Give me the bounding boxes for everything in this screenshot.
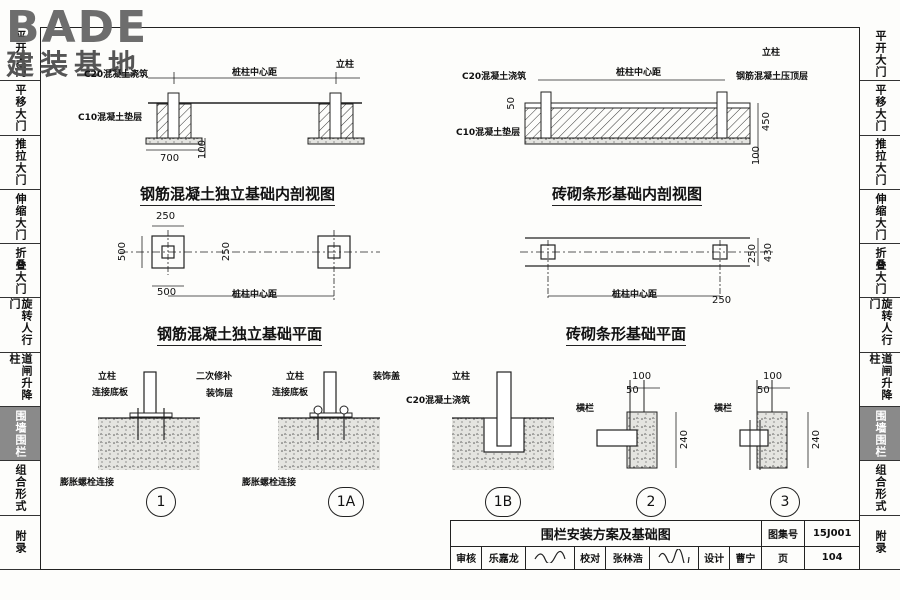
det1a-post-label: 立柱 [286, 372, 305, 382]
d3-dim-250: 250 [156, 211, 176, 222]
left-category-tabs: 平开大门平移大门推拉大门伸缩大门折叠大门旋转人行门道闸升降柱围墙围栏组合形式附录 [0, 27, 40, 570]
det1a-cover-label: 装饰盖 [373, 372, 401, 382]
d1-c10-label: C10混凝土垫层 [78, 113, 143, 123]
d2-c10-label: C10混凝土垫层 [456, 128, 521, 138]
d2-title: 砖砌条形基础内剖视图 [552, 183, 703, 206]
drawing-title: 围栏安装方案及基础图 [450, 520, 762, 547]
det2-dim-240: 240 [679, 430, 690, 450]
d3-dim-250-right: 250 [221, 242, 232, 262]
det1-finish-label: 装饰层 [206, 389, 234, 399]
detail-marker-3: 3 [770, 487, 800, 517]
d3-title: 钢筋混凝土独立基础平面 [157, 323, 323, 346]
d2-post-label: 立柱 [762, 48, 781, 58]
right-tab-2[interactable]: 推拉大门 [860, 136, 900, 190]
detail-marker-2: 2 [636, 487, 666, 517]
check-label: 校对 [573, 545, 607, 571]
d3-dim-500-left: 500 [117, 242, 128, 262]
d1-c20-label: C20混凝土浇筑 [84, 70, 149, 80]
logo-text-latin: BADE [6, 2, 149, 53]
design-label: 设计 [697, 545, 731, 571]
page-number: 104 [804, 545, 860, 571]
right-tab-0[interactable]: 平开大门 [860, 27, 900, 82]
d4-spacing-label: 桩柱中心距 [612, 290, 658, 300]
left-tab-5[interactable]: 旋转人行门 [0, 298, 40, 353]
left-tab-1[interactable]: 平移大门 [0, 81, 40, 136]
d1-spacing-label: 桩柱中心距 [232, 68, 278, 78]
logo-text-chinese: 建装基地 [6, 48, 143, 81]
right-tab-1[interactable]: 平移大门 [860, 81, 900, 136]
left-tab-0[interactable]: 平开大门 [0, 27, 40, 82]
det1-bolt-label: 膨胀螺栓连接 [60, 478, 115, 488]
det3-dim-100: 100 [763, 371, 783, 382]
det3-rail-label: 横栏 [714, 404, 733, 414]
d3-dim-500-bottom: 500 [157, 287, 177, 298]
d2-dim-450: 450 [761, 112, 772, 132]
reviewer-signature [525, 545, 575, 571]
det2-rail-label: 横栏 [576, 404, 595, 414]
right-tab-6[interactable]: 道闸升降柱 [860, 353, 900, 408]
d4-dim-430: 430 [763, 243, 774, 263]
det2-dim-50: 50 [626, 385, 639, 396]
reviewer-name: 乐嘉龙 [481, 545, 527, 571]
detail-marker-1a: 1A [328, 487, 364, 517]
right-tab-3[interactable]: 伸缩大门 [860, 190, 900, 245]
d4-dim-250-bottom: 250 [712, 295, 732, 306]
right-tab-4[interactable]: 折叠大门 [860, 244, 900, 299]
atlas-label: 图集号 [760, 520, 806, 547]
detail-marker-1: 1 [146, 487, 176, 517]
det1-plate-label: 连接底板 [92, 388, 129, 398]
right-tab-5[interactable]: 旋转人行门 [860, 298, 900, 353]
det3-dim-50: 50 [757, 385, 770, 396]
drawing-frame [40, 27, 860, 570]
det2-dim-100: 100 [632, 371, 652, 382]
title-block: 围栏安装方案及基础图 图集号 15J001 审核 乐嘉龙 校对 张林浩 设计 曹… [449, 520, 860, 571]
left-tab-4[interactable]: 折叠大门 [0, 244, 40, 299]
d2-dim-50: 50 [506, 97, 517, 110]
detail-marker-1b: 1B [485, 487, 521, 517]
bade-logo: BADE 建装基地 [6, 6, 176, 88]
d3-spacing-label: 桩柱中心距 [232, 290, 278, 300]
det1-grout-label: 二次修补 [196, 372, 233, 382]
d1-dim-100: 100 [197, 140, 208, 160]
det1b-post-label: 立柱 [452, 372, 471, 382]
checker-signature [649, 545, 699, 571]
det1a-bolt-label: 膨胀螺栓连接 [242, 478, 297, 488]
left-tab-6[interactable]: 道闸升降柱 [0, 353, 40, 408]
right-tab-9[interactable]: 附录 [860, 516, 900, 570]
det1-post-label: 立柱 [98, 372, 117, 382]
atlas-number: 15J001 [804, 520, 860, 547]
left-tab-7[interactable]: 围墙围栏 [0, 407, 40, 462]
det1a-plate-label: 连接底板 [272, 388, 309, 398]
designer-name: 曹宁 [729, 545, 762, 571]
review-label: 审核 [449, 545, 483, 571]
d1-dim-700: 700 [160, 153, 180, 164]
left-tab-3[interactable]: 伸缩大门 [0, 190, 40, 245]
d1-post-label: 立柱 [336, 60, 355, 70]
d2-spacing-label: 桩柱中心距 [616, 68, 662, 78]
checker-name: 张林浩 [605, 545, 651, 571]
d2-c20-label: C20混凝土浇筑 [462, 72, 527, 82]
right-category-tabs: 平开大门平移大门推拉大门伸缩大门折叠大门旋转人行门道闸升降柱围墙围栏组合形式附录 [860, 27, 900, 570]
right-tab-8[interactable]: 组合形式 [860, 461, 900, 516]
d2-dim-100: 100 [751, 146, 762, 166]
left-tab-9[interactable]: 附录 [0, 516, 40, 570]
det1b-c20-label: C20混凝土浇筑 [406, 396, 471, 406]
det3-dim-240: 240 [811, 430, 822, 450]
left-tab-8[interactable]: 组合形式 [0, 461, 40, 516]
left-tab-2[interactable]: 推拉大门 [0, 136, 40, 190]
d4-title: 砖砌条形基础平面 [566, 323, 687, 346]
page-label: 页 [760, 545, 806, 571]
d1-title: 钢筋混凝土独立基础内剖视图 [140, 183, 336, 206]
right-tab-7[interactable]: 围墙围栏 [860, 407, 900, 462]
d4-dim-250: 250 [747, 244, 758, 264]
d2-cap-label: 钢筋混凝土压顶层 [736, 72, 809, 82]
